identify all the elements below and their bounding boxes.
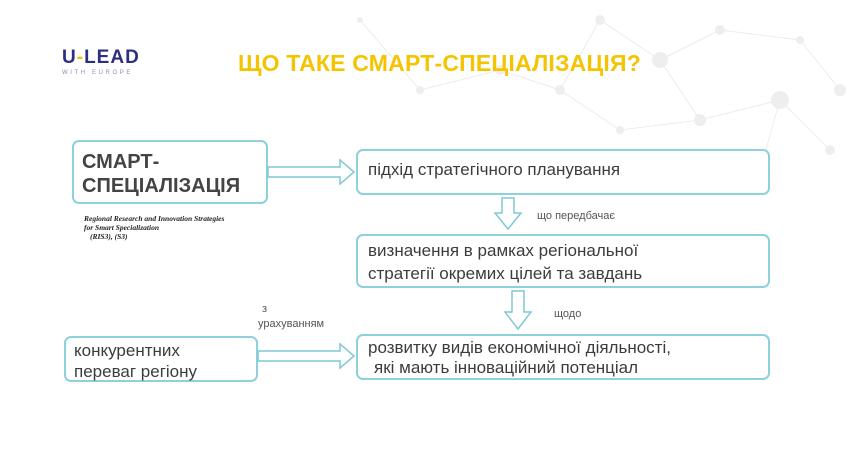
economic-activity-box: розвитку видів економічної діяльності, я… xyxy=(356,334,770,380)
logo-word-lead: LEAD xyxy=(84,47,140,68)
arrow-right-advantages-to-development xyxy=(257,342,356,370)
definition-line-1: визначення в рамках регіональної xyxy=(368,241,639,260)
logo-wordmark: U-LEAD xyxy=(62,48,140,68)
logo-subtitle: WITH EUROPE xyxy=(62,70,133,76)
planning-text: підхід стратегічного планування xyxy=(368,160,621,179)
smart-line-1: СМАРТ- xyxy=(82,151,160,173)
advantages-line-2: переваг регіону xyxy=(74,362,198,381)
strategic-planning-box: підхід стратегічного планування xyxy=(356,149,770,195)
ris-note-line-1: Regional Research and Innovation Strateg… xyxy=(84,214,225,223)
competitive-advantages-box: конкурентних переваг регіону xyxy=(64,336,258,382)
ris-note-line-3: (RIS3), (S3) xyxy=(90,232,128,241)
logo-dash: - xyxy=(76,47,85,68)
development-line-2: які мають інноваційний потенціал xyxy=(374,358,639,377)
label-shchodo: щодо xyxy=(554,308,582,320)
u-lead-logo: U-LEAD WITH EUROPE xyxy=(62,48,140,77)
smart-specialization-box: СМАРТ- СПЕЦІАЛІЗАЦІЯ xyxy=(72,140,268,204)
label-predbachaye: що передбачає xyxy=(537,210,615,222)
definition-line-2: стратегії окремих цілей та завдань xyxy=(368,264,643,283)
arrow-right-smart-to-planning xyxy=(267,158,356,186)
ris3-note: Regional Research and Innovation Strateg… xyxy=(84,214,274,241)
label-urakhuvannyam: урахуванням xyxy=(258,318,325,330)
label-z: з xyxy=(262,303,268,315)
ris-note-line-2: for Smart Specialization xyxy=(84,223,160,232)
advantages-line-1: конкурентних xyxy=(74,341,180,360)
smart-line-2: СПЕЦІАЛІЗАЦІЯ xyxy=(82,175,241,197)
arrow-down-planning-to-definition xyxy=(493,197,523,231)
goals-definition-box: визначення в рамках регіональної стратег… xyxy=(356,234,770,288)
slide-title: ЩО ТАКЕ СМАРТ-СПЕЦІАЛІЗАЦІЯ? xyxy=(238,50,642,76)
logo-letter-u: U xyxy=(62,47,77,68)
development-line-1: розвитку видів економічної діяльності, xyxy=(368,338,671,357)
arrow-down-definition-to-development xyxy=(503,290,533,331)
